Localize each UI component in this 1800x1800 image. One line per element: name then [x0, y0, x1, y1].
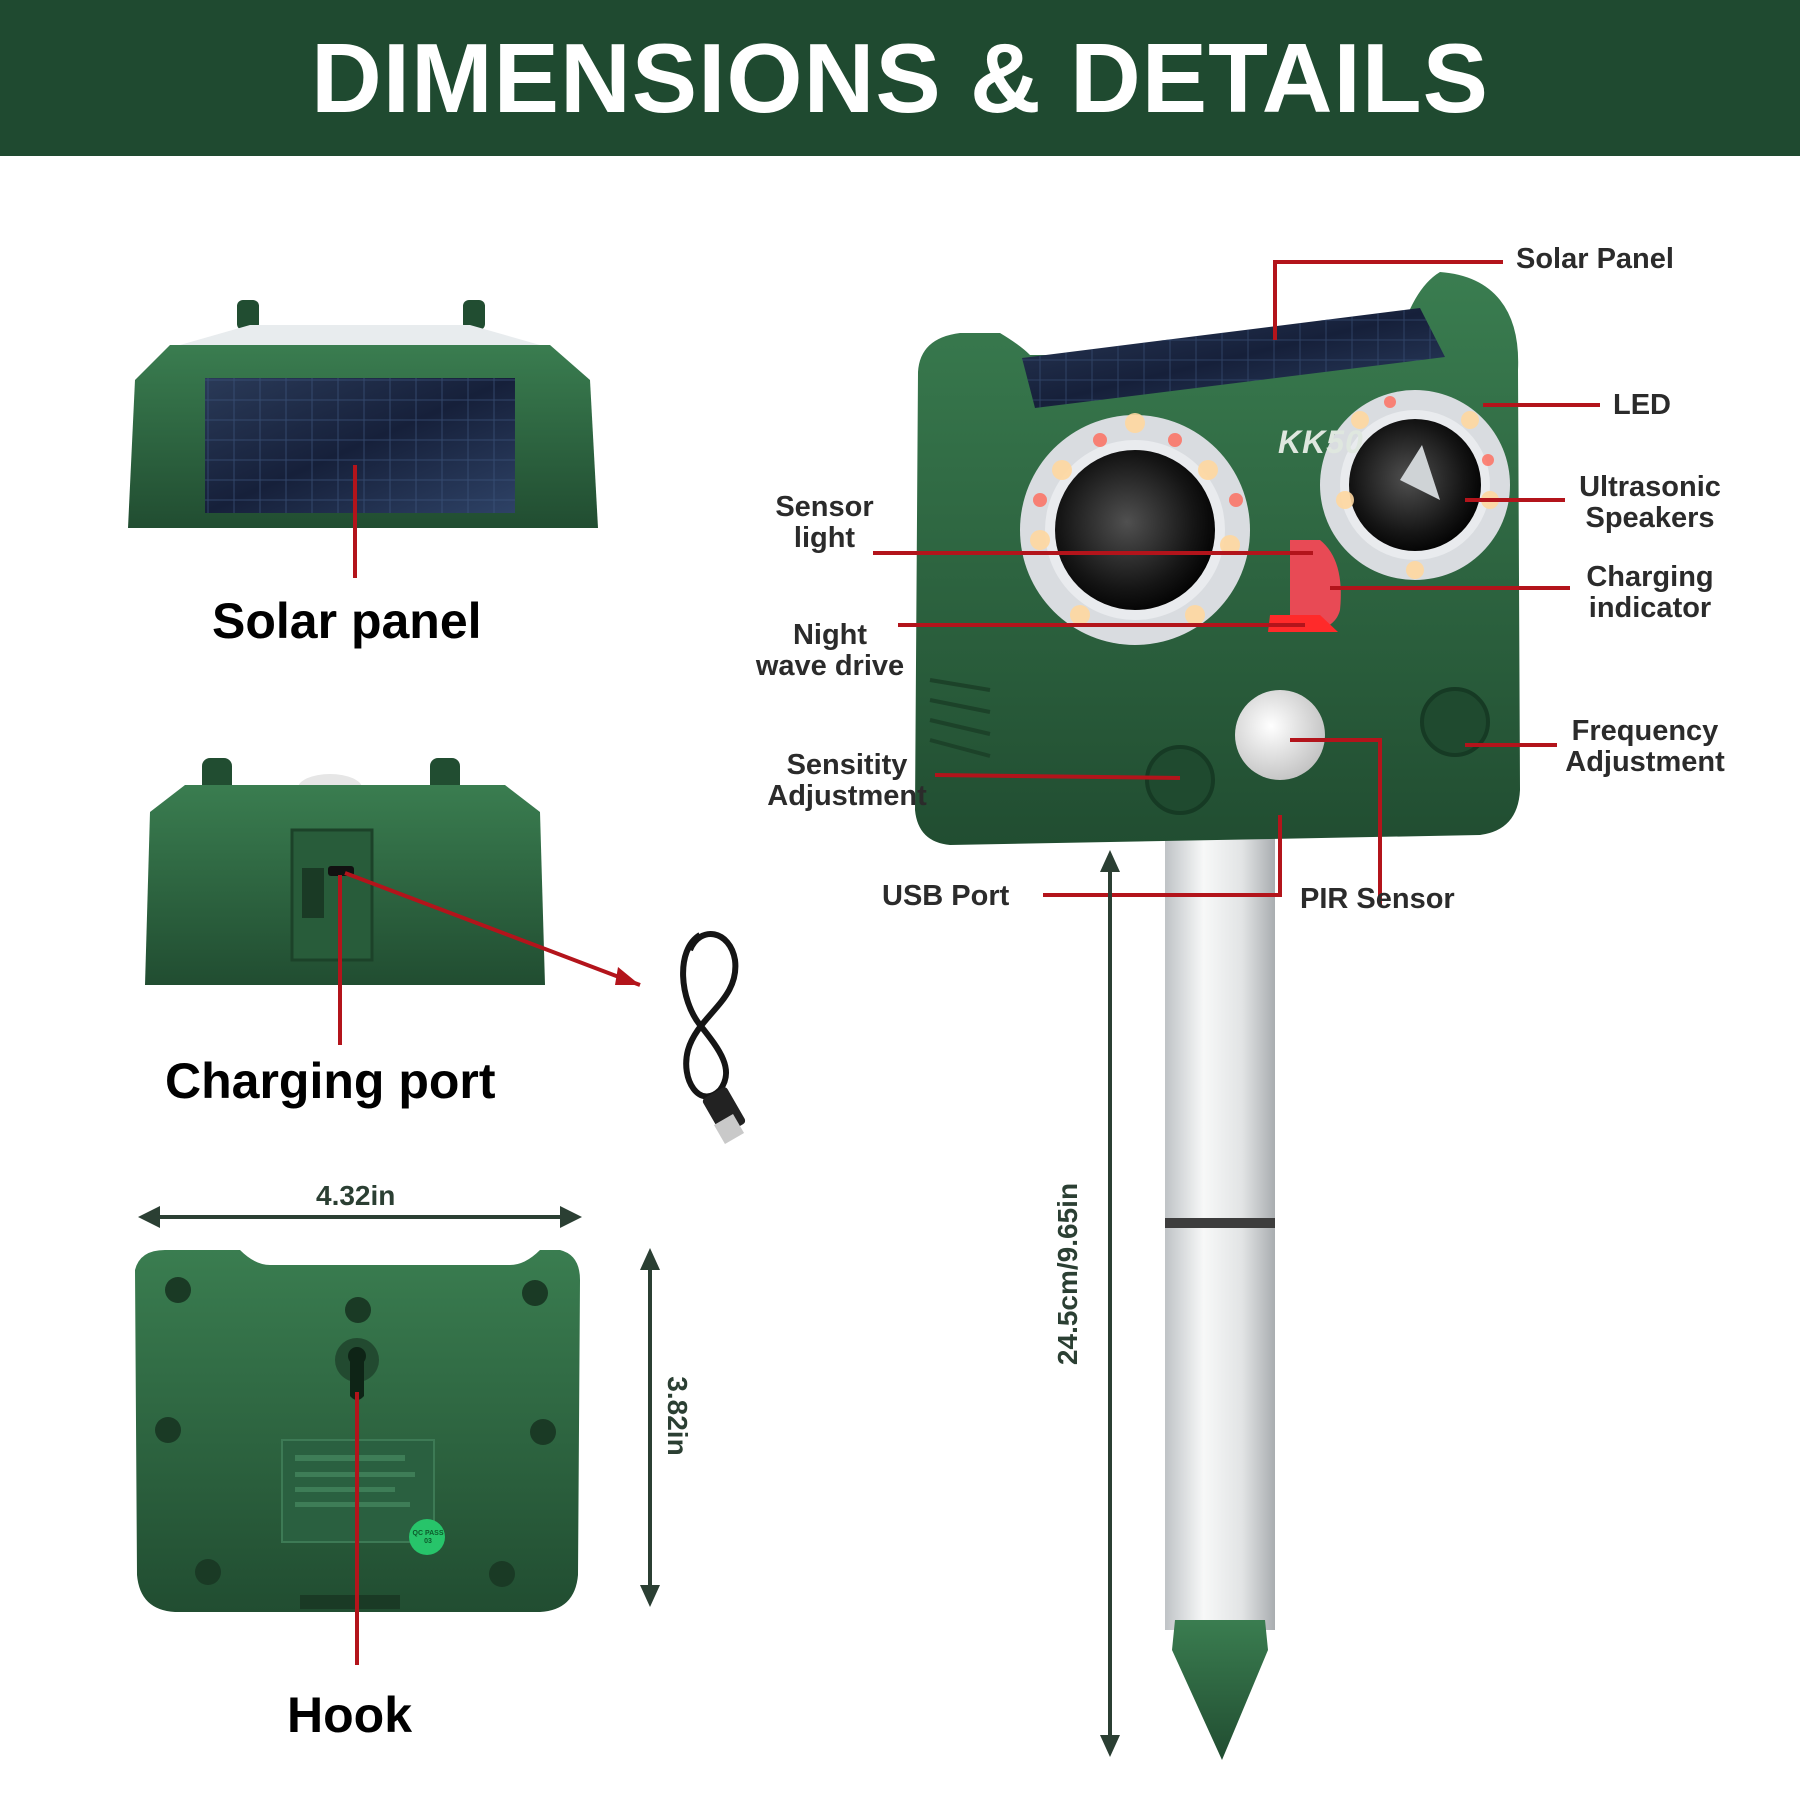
label-solar-panel: Solar panel [212, 593, 482, 649]
label-sensor-line2: light [793, 522, 856, 554]
label-usb-port: USB Port [882, 880, 1010, 912]
callout-line-sensitity [934, 773, 1181, 780]
label-sensitity-line2: Adjustment [767, 780, 927, 812]
label-frequency-line2: Adjustment [1565, 746, 1725, 778]
label-night-wave-drive: Night wave drive [745, 620, 915, 682]
label-pir-sensor: PIR Sensor [1300, 883, 1455, 915]
dimension-stake-height: 24.5cm/9.65in [1052, 1182, 1083, 1366]
label-ultrasonic-line1: Ultrasonic [1579, 471, 1721, 503]
callout-line-usb-cable [344, 871, 641, 987]
qc-sticker-text: QC PASS 03 [412, 1530, 444, 1545]
label-ultrasonic-speakers: Ultrasonic Speakers [1570, 472, 1730, 534]
callout-line-usb-port [1043, 815, 1282, 897]
back-view-device [145, 758, 545, 985]
qc-sticker [409, 1519, 445, 1555]
dimension-width: 4.32in [316, 1180, 396, 1211]
main-device [915, 272, 1520, 1760]
label-frequency-line1: Frequency [1571, 715, 1719, 747]
header-banner: DIMENSIONS & DETAILS [0, 0, 1800, 156]
label-night-line2: wave drive [755, 650, 905, 682]
dimension-arrows [138, 850, 1120, 1757]
callout-line-pir [1290, 738, 1382, 905]
brand-logo: KK50 [1278, 424, 1364, 460]
label-hook: Hook [287, 1687, 412, 1743]
label-solar-panel-callout: Solar Panel [1516, 243, 1674, 275]
label-charging-line1: Charging [1586, 561, 1714, 593]
label-charging-indicator: Charging indicator [1575, 562, 1725, 624]
label-sensitity-line1: Sensitity [786, 749, 908, 781]
label-sensitity-adjustment: Sensitity Adjustment [757, 750, 937, 812]
label-charging-line2: indicator [1588, 592, 1712, 624]
usb-cable-image [680, 931, 746, 1145]
label-charging-port: Charging port [165, 1053, 496, 1109]
usb-cable-arrowhead [615, 967, 640, 985]
label-ultrasonic-line2: Speakers [1585, 502, 1715, 534]
label-sensor-light: Sensor light [762, 492, 887, 554]
callout-line-solar-panel [1273, 260, 1503, 340]
page-title: DIMENSIONS & DETAILS [311, 23, 1489, 133]
label-night-line1: Night [792, 619, 868, 651]
label-led: LED [1613, 389, 1671, 421]
top-view-device [128, 300, 598, 528]
callout-lines [338, 260, 1600, 1665]
label-frequency-adjustment: Frequency Adjustment [1560, 716, 1730, 778]
label-sensor-line1: Sensor [775, 491, 874, 523]
dimension-height: 3.82in [662, 1376, 693, 1456]
